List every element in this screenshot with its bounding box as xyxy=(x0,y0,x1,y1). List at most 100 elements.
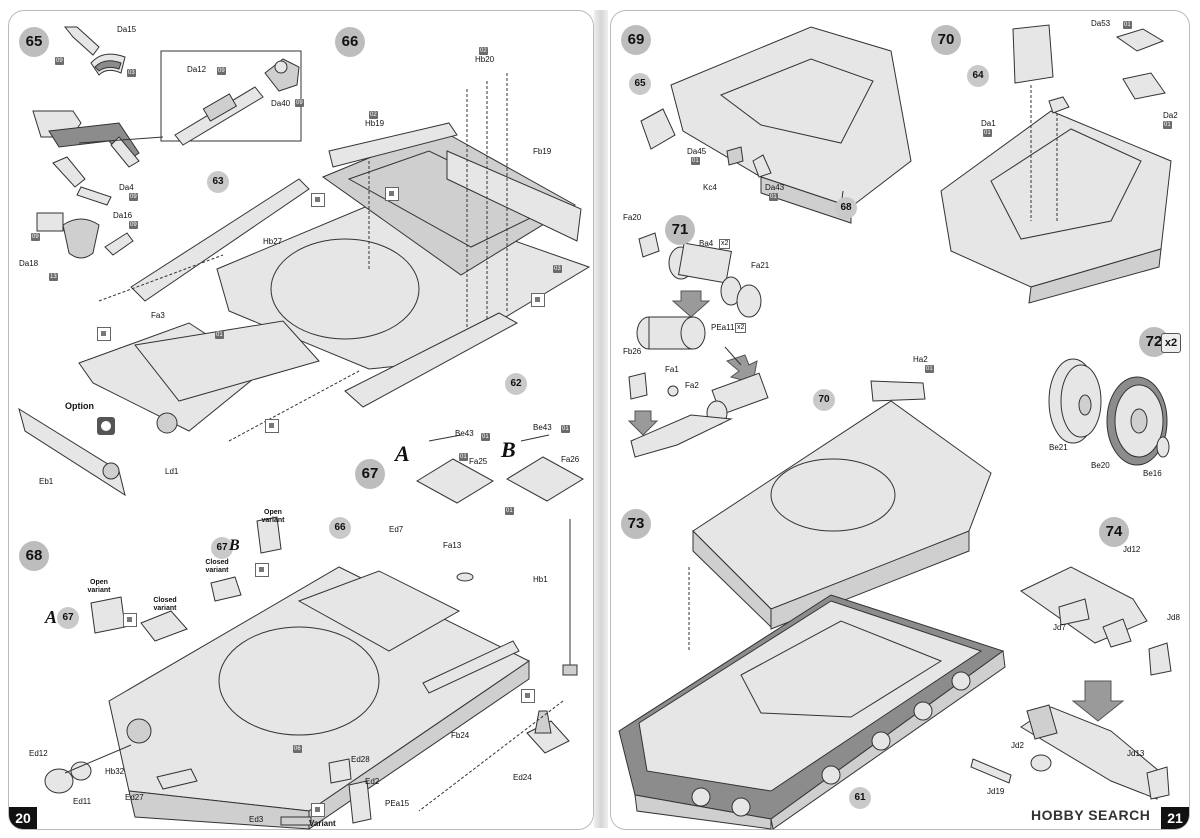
label-da18: Da18 xyxy=(19,259,39,268)
sprue-tag: 09 xyxy=(55,57,64,65)
step-70: 70 xyxy=(931,25,961,55)
step69-interior xyxy=(640,26,912,224)
step66-assembly xyxy=(18,73,591,497)
label-jd13: Jd13 xyxy=(1127,749,1145,758)
label-be16: Be16 xyxy=(1143,469,1162,478)
sprue-tag: 09 xyxy=(217,67,226,75)
sprue-tag: 03 xyxy=(127,69,136,77)
label-fa3: Fa3 xyxy=(151,311,165,320)
step72-wheel xyxy=(1048,358,1170,466)
variant-letter-a: A xyxy=(395,441,410,466)
watermark-logo: HOBBY SEARCH xyxy=(1031,807,1151,823)
ref-63: 63 xyxy=(207,171,229,193)
sprue-tag: 01 xyxy=(1163,121,1172,129)
sprue-tag: 03 xyxy=(553,265,562,273)
label-fa26: Fa26 xyxy=(561,455,580,464)
pea11-multiplier: x2 xyxy=(735,323,747,333)
closed-variant-b-label: Closed variant xyxy=(205,559,229,574)
step-67: 67 xyxy=(355,459,385,489)
label-variant: Variant xyxy=(309,819,336,828)
label-ha2: Ha2 xyxy=(913,355,928,364)
step65-parts xyxy=(32,26,302,259)
label-kc4: Kc4 xyxy=(703,183,717,192)
label-be21: Be21 xyxy=(1049,443,1068,452)
step-69: 69 xyxy=(621,25,651,55)
label-fa25: Fa25 xyxy=(469,457,488,466)
glue-marker-icon xyxy=(311,193,325,207)
label-fa21: Fa21 xyxy=(751,261,770,270)
label-ba4: Ba4 xyxy=(699,239,714,248)
label-ld1: Ld1 xyxy=(165,467,179,476)
label-jd12: Jd12 xyxy=(1123,545,1141,554)
label-da45: Da45 xyxy=(687,147,707,156)
label-ed12: Ed12 xyxy=(29,749,48,758)
page-number-left: 20 xyxy=(9,807,37,829)
label-ed24: Ed24 xyxy=(513,773,532,782)
right-page: 69 70 71 72 73 74 x2 65 68 64 70 61 Da45… xyxy=(610,10,1190,830)
step-74: 74 xyxy=(1099,517,1129,547)
label-da43: Da43 xyxy=(765,183,785,192)
step74-parts xyxy=(970,566,1172,800)
sprue-tag: 01 xyxy=(769,193,778,201)
right-page-illustrations xyxy=(618,24,1172,830)
glue-marker-icon xyxy=(385,187,399,201)
step-66: 66 xyxy=(335,27,365,57)
ref-67-b: 67 xyxy=(211,537,233,559)
label-fb26: Fb26 xyxy=(623,347,642,356)
sprue-tag: 01 xyxy=(215,331,224,339)
glue-marker-icon xyxy=(311,803,325,817)
glue-marker-icon xyxy=(265,419,279,433)
variant-letter-b-68: B xyxy=(229,537,240,554)
label-da53: Da53 xyxy=(1091,19,1111,28)
sprue-tag: 09 xyxy=(31,233,40,241)
step-65: 65 xyxy=(19,27,49,57)
step71-parts xyxy=(627,232,769,458)
label-pea15: PEa15 xyxy=(385,799,410,808)
ref-68: 68 xyxy=(835,197,857,219)
x2-badge: x2 xyxy=(1161,333,1181,353)
label-da16: Da16 xyxy=(113,211,133,220)
open-variant-b-label: Open variant xyxy=(261,509,285,524)
ref-70: 70 xyxy=(813,389,835,411)
glue-marker-icon xyxy=(97,327,111,341)
glue-marker-icon xyxy=(521,689,535,703)
step-68: 68 xyxy=(19,541,49,571)
glue-marker-icon xyxy=(123,613,137,627)
label-fb24: Fb24 xyxy=(451,731,470,740)
label-ed27: Ed27 xyxy=(125,793,144,802)
sprue-tag: 01 xyxy=(505,507,514,515)
label-fa20: Fa20 xyxy=(623,213,642,222)
sprue-tag: 09 xyxy=(129,221,138,229)
step73-assembly xyxy=(618,380,1006,830)
glue-marker-icon xyxy=(255,563,269,577)
ref-65: 65 xyxy=(629,73,651,95)
open-variant-a-label: Open variant xyxy=(87,579,111,594)
sprue-tag: 01 xyxy=(1123,21,1132,29)
sprue-tag: 13 xyxy=(49,273,58,281)
label-jd19: Jd19 xyxy=(987,787,1005,796)
label-da1: Da1 xyxy=(981,119,996,128)
label-fa1: Fa1 xyxy=(665,365,679,374)
closed-variant-a-label: Closed variant xyxy=(153,597,177,612)
label-ed7: Ed7 xyxy=(389,525,404,534)
ref-61: 61 xyxy=(849,787,871,809)
sprue-tag: 01 xyxy=(983,129,992,137)
label-eb1: Eb1 xyxy=(39,477,54,486)
label-be20: Be20 xyxy=(1091,461,1110,470)
step-73: 73 xyxy=(621,509,651,539)
sprue-tag: 09 xyxy=(295,99,304,107)
label-hb32: Hb32 xyxy=(105,767,125,776)
sprue-tag: 06 xyxy=(293,745,302,753)
left-page-illustrations xyxy=(18,26,591,830)
sprue-tag: 01 xyxy=(925,365,934,373)
label-fa2: Fa2 xyxy=(685,381,699,390)
label-da15: Da15 xyxy=(117,25,137,34)
ref-62: 62 xyxy=(505,373,527,395)
label-da4: Da4 xyxy=(119,183,134,192)
label-hb19: Hb19 xyxy=(365,119,385,128)
step70-interior xyxy=(940,24,1172,304)
ba4-multiplier: x2 xyxy=(719,239,731,249)
label-hb27: Hb27 xyxy=(263,237,283,246)
step68-hull xyxy=(44,516,578,830)
label-jd8: Jd8 xyxy=(1167,613,1180,622)
